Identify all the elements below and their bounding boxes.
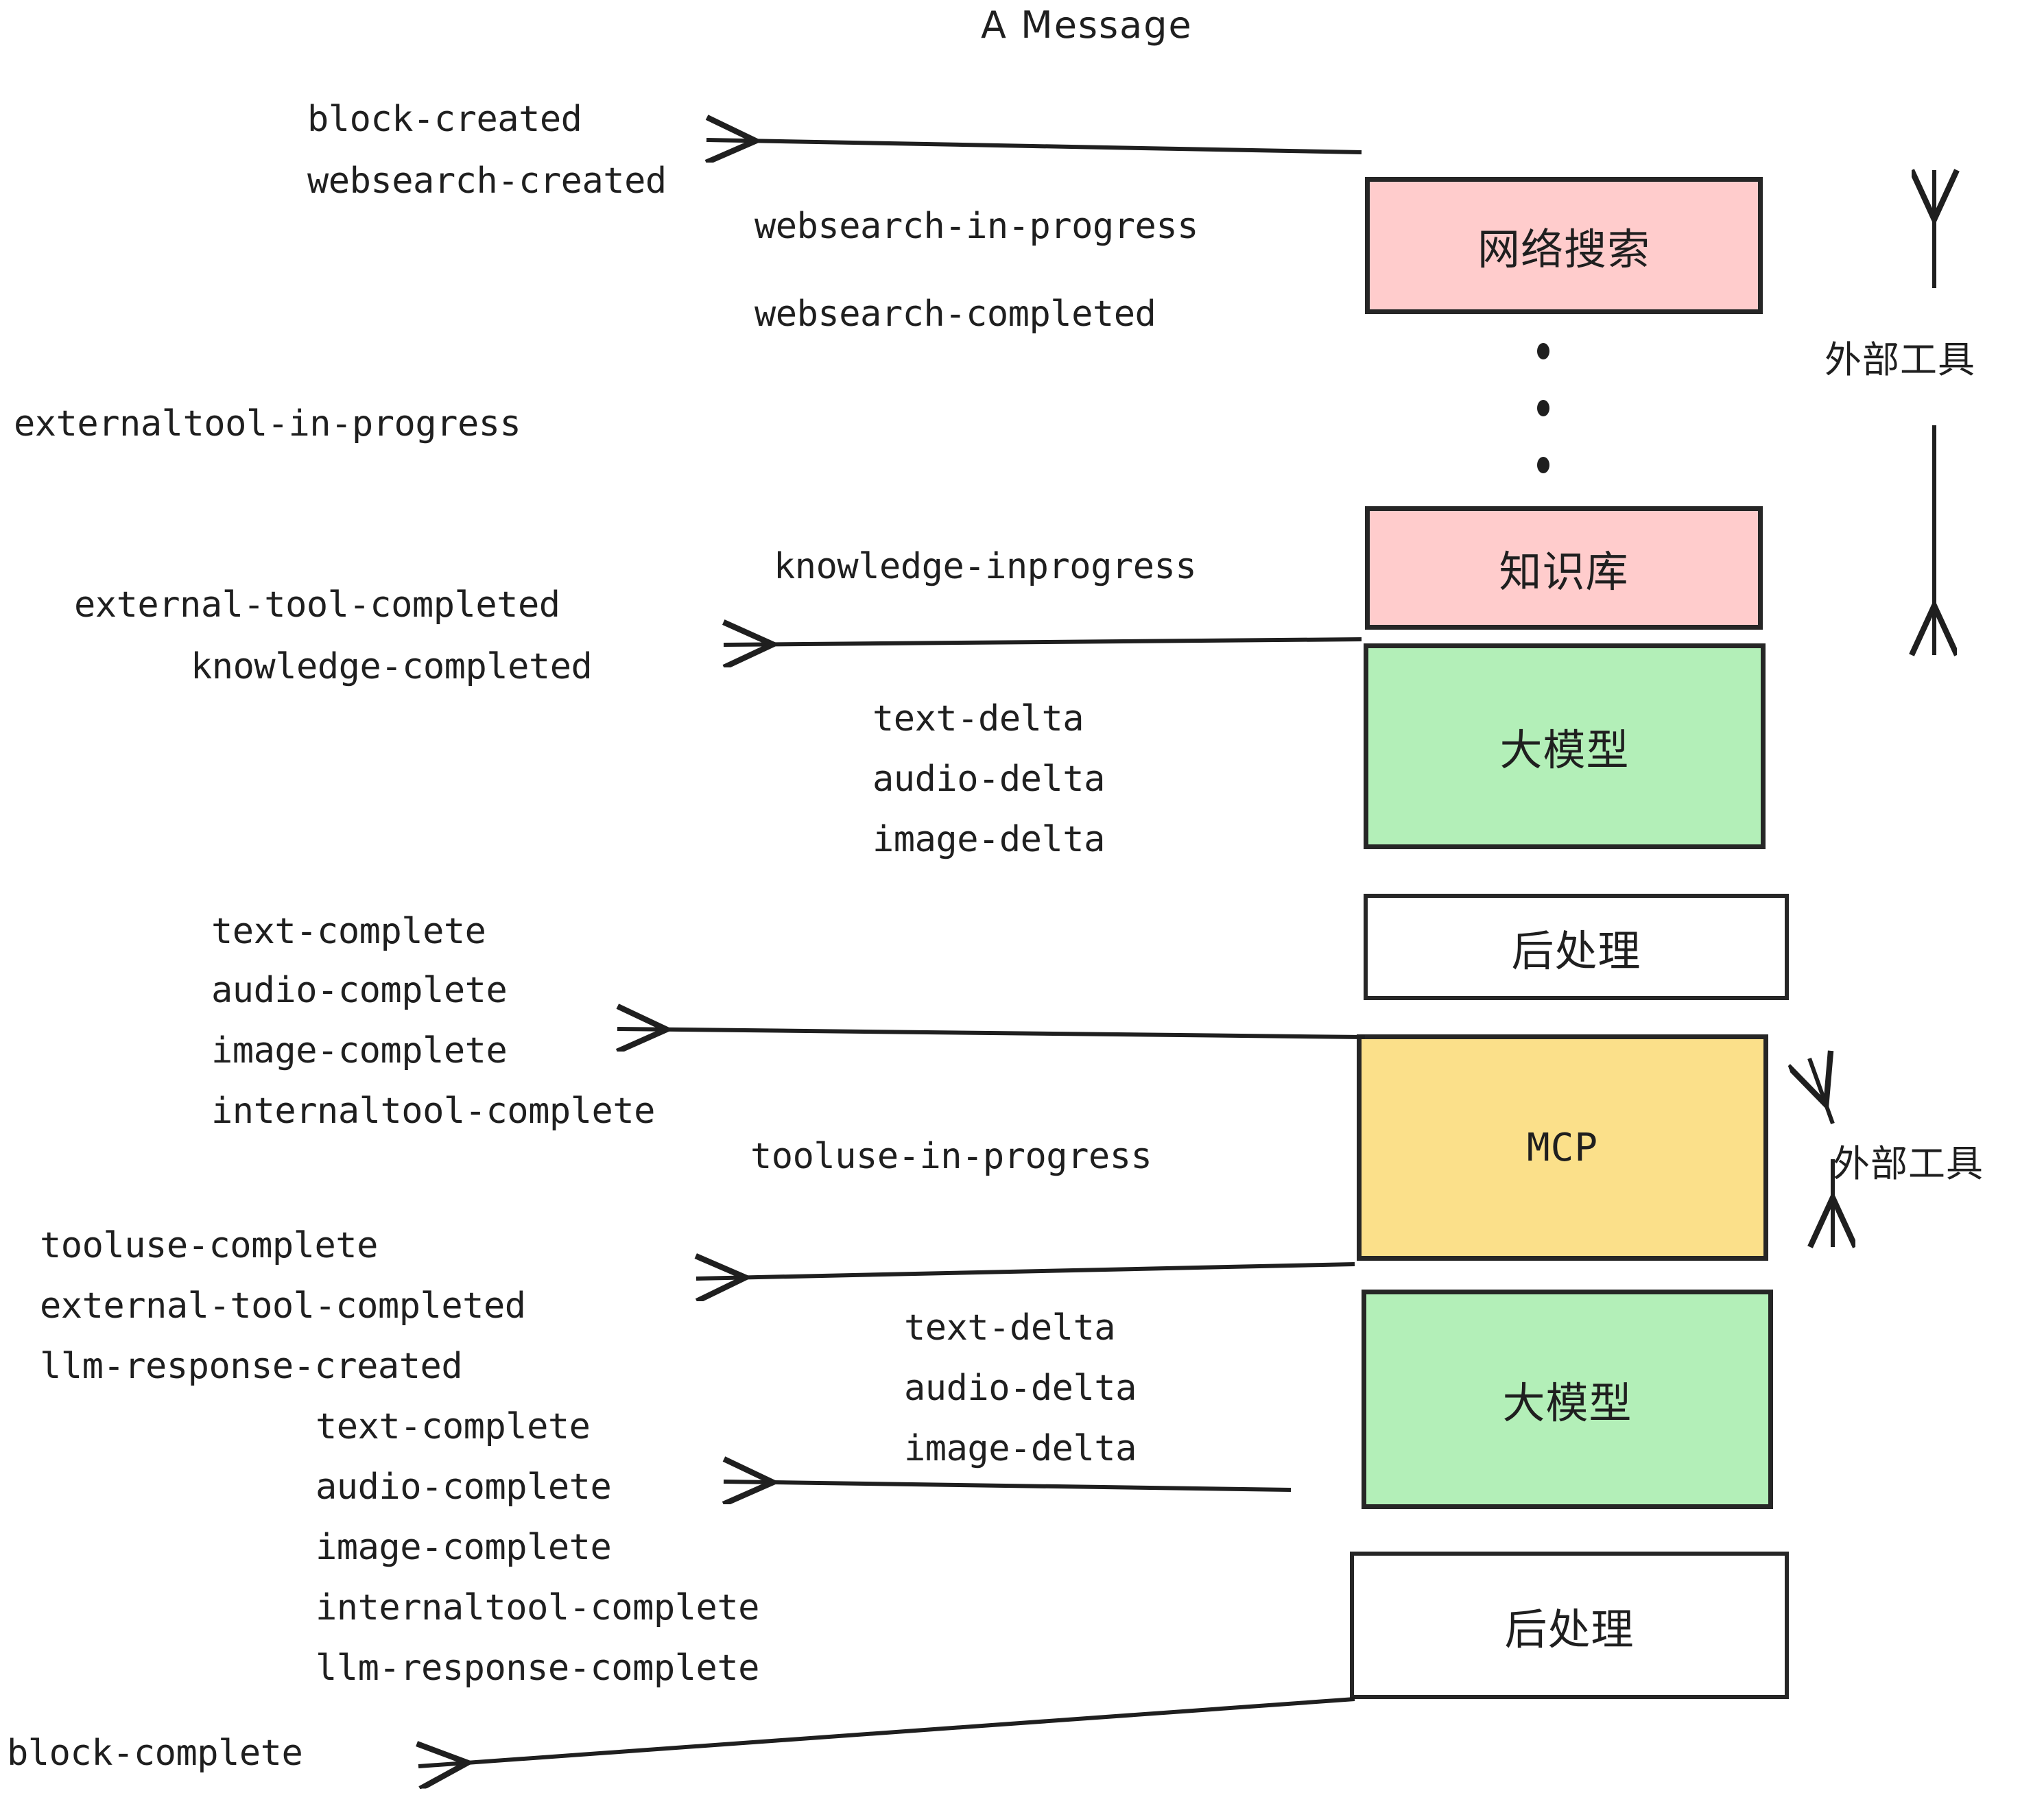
event-label-knowledge-inprogress: knowledge-inprogress bbox=[774, 546, 1197, 587]
annotation-external-tools-upper: 外部工具 bbox=[1825, 338, 1975, 381]
event-label-websearch-completed: websearch-completed bbox=[754, 294, 1156, 335]
node-box-knowledge[interactable]: 知识库 bbox=[1365, 506, 1763, 630]
ellipsis-dot bbox=[1537, 343, 1549, 359]
node-label-postprocess-1: 后处理 bbox=[1511, 925, 1641, 976]
arrow-external-tools-lower-up bbox=[1809, 1058, 1835, 1125]
node-box-websearch[interactable]: 网络搜索 bbox=[1365, 177, 1763, 314]
event-label-audio-complete-2: audio-complete bbox=[316, 1467, 612, 1508]
node-label-knowledge: 知识库 bbox=[1499, 547, 1629, 597]
event-label-websearch-in-progress: websearch-in-progress bbox=[754, 206, 1198, 247]
event-label-block-created: block-created bbox=[307, 99, 582, 140]
event-label-externaltool-in-progress: externaltool-in-progress bbox=[14, 403, 521, 444]
event-label-text-delta-1: text-delta bbox=[872, 698, 1084, 739]
node-label-postprocess-2: 后处理 bbox=[1504, 1604, 1635, 1654]
event-label-external-tool-completed-1: external-tool-completed bbox=[74, 584, 560, 626]
node-label-websearch: 网络搜索 bbox=[1477, 224, 1650, 274]
node-box-llm-2[interactable]: 大模型 bbox=[1362, 1290, 1773, 1509]
node-box-postprocess-2[interactable]: 后处理 bbox=[1350, 1552, 1789, 1699]
event-label-text-complete-2: text-complete bbox=[316, 1406, 591, 1447]
event-label-text-complete-1: text-complete bbox=[211, 911, 486, 952]
event-label-external-tool-completed-2: external-tool-completed bbox=[40, 1285, 526, 1327]
event-label-llm-response-complete: llm-response-complete bbox=[316, 1648, 759, 1689]
event-label-image-complete-2: image-complete bbox=[316, 1527, 612, 1568]
event-label-image-delta-1: image-delta bbox=[872, 819, 1105, 860]
arrow-llm2-to-audio-complete bbox=[724, 1482, 1292, 1490]
arrow-mcp-to-tooluse-complete bbox=[696, 1264, 1355, 1279]
event-label-image-complete-1: image-complete bbox=[211, 1030, 508, 1071]
node-label-mcp: MCP bbox=[1526, 1125, 1599, 1170]
ellipsis-dot bbox=[1537, 400, 1549, 416]
event-label-tooluse-in-progress: tooluse-in-progress bbox=[750, 1136, 1152, 1177]
event-label-internaltool-complete-2: internaltool-complete bbox=[316, 1587, 759, 1628]
arrow-postprocess2-to-block-complete bbox=[418, 1697, 1355, 1766]
arrow-knowledge-to-knowledge-completed bbox=[724, 639, 1362, 645]
node-box-llm-1[interactable]: 大模型 bbox=[1364, 643, 1766, 849]
event-label-websearch-created: websearch-created bbox=[307, 161, 667, 202]
event-label-image-delta-2: image-delta bbox=[904, 1428, 1137, 1469]
event-label-audio-delta-2: audio-delta bbox=[904, 1368, 1137, 1409]
ellipsis-dot bbox=[1537, 457, 1549, 473]
event-label-tooluse-complete: tooluse-complete bbox=[40, 1225, 378, 1266]
arrow-websearch-to-block-created bbox=[706, 140, 1362, 152]
annotation-external-tools-lower: 外部工具 bbox=[1833, 1142, 1984, 1185]
ellipsis-dots bbox=[1533, 343, 1554, 473]
arrow-postprocess1-to-image-complete bbox=[617, 1029, 1366, 1037]
node-label-llm-2: 大模型 bbox=[1502, 1378, 1632, 1428]
event-label-audio-complete-1: audio-complete bbox=[211, 970, 508, 1011]
diagram-title: A Message bbox=[981, 3, 1193, 47]
event-label-block-complete: block-complete bbox=[7, 1733, 303, 1774]
node-box-postprocess-1[interactable]: 后处理 bbox=[1364, 894, 1789, 1000]
event-label-internaltool-complete-1: internaltool-complete bbox=[211, 1091, 655, 1132]
event-label-audio-delta-1: audio-delta bbox=[872, 759, 1105, 800]
node-label-llm-1: 大模型 bbox=[1499, 725, 1630, 775]
event-label-knowledge-completed: knowledge-completed bbox=[191, 646, 593, 687]
event-label-text-delta-2: text-delta bbox=[904, 1307, 1116, 1349]
node-box-mcp[interactable]: MCP bbox=[1357, 1034, 1768, 1261]
event-label-llm-response-created: llm-response-created bbox=[40, 1346, 463, 1387]
